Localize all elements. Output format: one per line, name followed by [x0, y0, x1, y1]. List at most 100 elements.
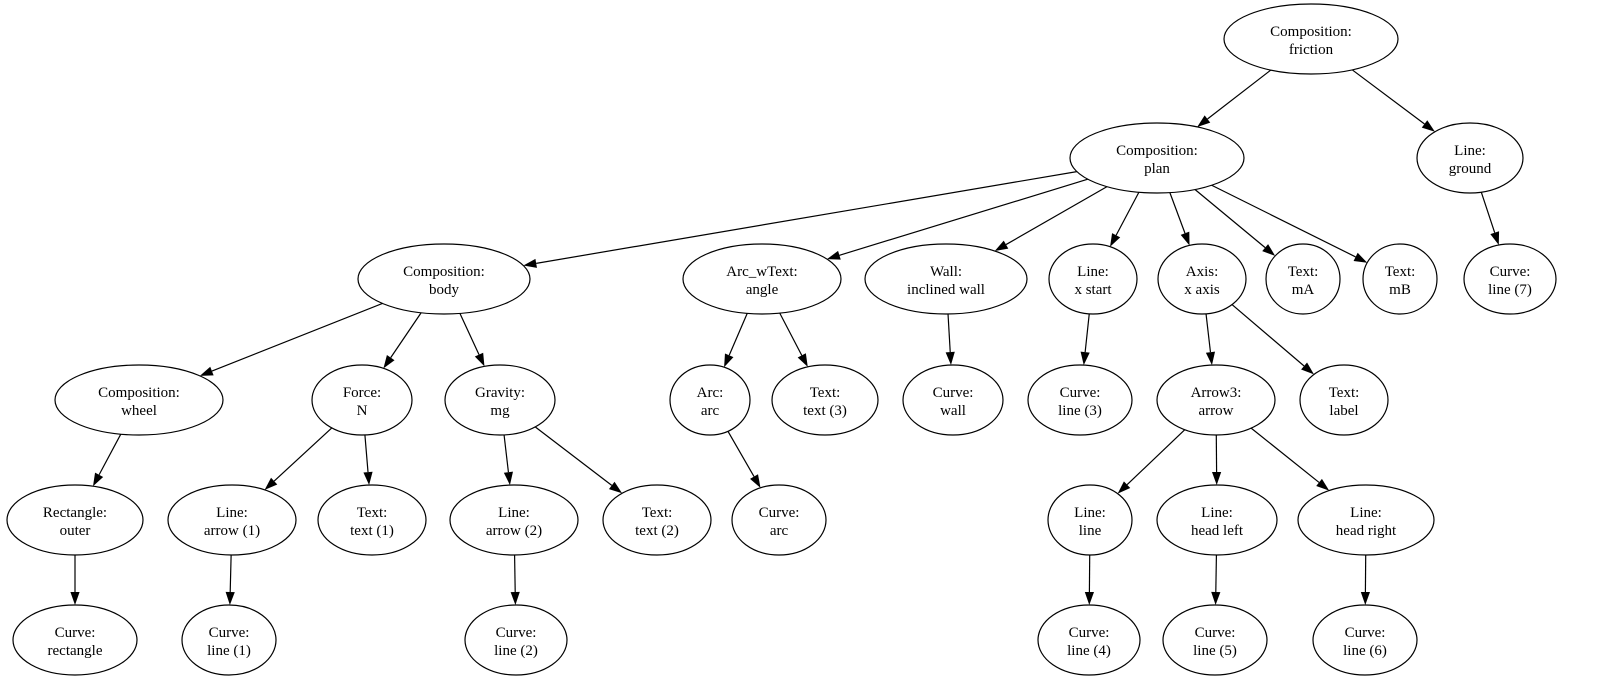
edge-friction-ground [1351, 69, 1435, 132]
edge-arrow2-line2 [510, 554, 520, 606]
arrowhead [1080, 351, 1090, 366]
node-ground: Line:ground [1416, 122, 1524, 194]
node-ellipse-text1 [317, 484, 427, 556]
node-label-head_left: Line:head left [1191, 505, 1244, 539]
node-label-plan: Composition:plan [1116, 143, 1198, 177]
node-line_node: Line:line [1047, 484, 1133, 556]
edge-line [727, 430, 755, 477]
edge-plan-mA [1194, 189, 1276, 256]
node-label-text3: Text:text (3) [803, 385, 847, 419]
edge-line [1005, 186, 1108, 246]
arrowhead [750, 474, 761, 488]
node-gravity_mg: Gravity:mg [444, 364, 556, 436]
arrowhead [199, 366, 214, 376]
node-ellipse-head_right [1297, 484, 1435, 556]
edge-line [1084, 313, 1090, 353]
node-label-line6: Curve:line (6) [1343, 625, 1387, 659]
node-ellipse-arc [669, 364, 751, 436]
node-label-arc: Arc:arc [697, 385, 724, 419]
arrowhead [1110, 233, 1121, 247]
edge-arrow3-head_left [1212, 434, 1222, 486]
node-ellipse-body [357, 243, 531, 315]
node-wall: Curve:wall [902, 364, 1004, 436]
node-label-rect_curve: Curve:rectangle [48, 625, 103, 659]
node-ellipse-arrow2 [449, 484, 579, 556]
node-force_n: Force:N [311, 364, 413, 436]
node-outer: Rectangle:outer [6, 484, 144, 556]
edge-body-force_n [383, 312, 422, 369]
edge-plan-mB [1211, 184, 1368, 263]
arrowhead [523, 258, 537, 268]
arrowhead [474, 352, 485, 367]
node-rect_curve: Curve:rectangle [12, 604, 138, 676]
node-label-force_n: Force:N [343, 385, 381, 419]
node-ellipse-arrow3 [1156, 364, 1276, 436]
edge-ground-line7 [1480, 192, 1500, 246]
node-label-body: Composition:body [403, 264, 485, 298]
node-ellipse-label [1299, 364, 1389, 436]
edge-force_n-arrow1 [264, 427, 333, 490]
edge-x_axis-arrow3 [1205, 313, 1216, 366]
arrowhead [1197, 115, 1211, 127]
edge-arc-arc_curve [727, 430, 761, 488]
node-label-wall: Curve:wall [933, 385, 974, 419]
node-label-line3: Curve:line (3) [1058, 385, 1102, 419]
arrowhead [1301, 362, 1314, 375]
node-ellipse-inclined_wall [864, 243, 1028, 315]
arrowhead [70, 592, 80, 605]
edge-gravity_mg-text2 [534, 426, 623, 494]
arrowhead [1360, 591, 1370, 606]
node-ellipse-line1 [181, 604, 277, 676]
node-label-inclined_wall: Wall:inclined wall [907, 264, 985, 298]
node-label-line1: Curve:line (1) [207, 625, 251, 659]
edge-line [839, 178, 1088, 256]
edge-arrow3-head_right [1250, 427, 1330, 491]
edge-plan-x_start [1110, 191, 1140, 247]
node-ellipse-head_left [1156, 484, 1278, 556]
node-inclined_wall: Wall:inclined wall [864, 243, 1028, 315]
edge-friction-plan [1197, 69, 1272, 127]
node-ellipse-x_start [1048, 243, 1138, 315]
edge-plan-body [523, 171, 1077, 268]
node-line6: Curve:line (6) [1312, 604, 1418, 676]
arrowhead [510, 591, 520, 606]
node-label-ground: Line:ground [1449, 143, 1492, 177]
node-label-line4: Curve:line (4) [1067, 625, 1111, 659]
edge-line [1211, 184, 1356, 258]
node-ellipse-wall [902, 364, 1004, 436]
edge-plan-x_axis [1169, 192, 1190, 246]
node-ellipse-angle [682, 243, 842, 315]
arrowhead [1421, 120, 1435, 132]
node-ellipse-line4 [1037, 604, 1141, 676]
node-text3: Text:text (3) [771, 364, 879, 436]
arrowhead [1205, 351, 1216, 366]
edge-body-wheel [199, 302, 383, 376]
edge-line [229, 554, 232, 593]
node-ellipse-text2 [602, 484, 712, 556]
node-label-text2: Text:text (2) [635, 505, 679, 539]
edge-line [1250, 427, 1320, 483]
node-label-x_axis: Axis:x axis [1184, 264, 1220, 298]
node-arrow3: Arrow3:arrow [1156, 364, 1276, 436]
node-ellipse-outer [6, 484, 144, 556]
node-ellipse-ground [1416, 122, 1524, 194]
node-label-friction: Composition:friction [1270, 24, 1352, 58]
arrowhead [264, 477, 278, 490]
node-arc: Arc:arc [669, 364, 751, 436]
node-label-arrow1: Line:arrow (1) [204, 505, 260, 539]
edge-line [728, 313, 748, 356]
arrowhead [1084, 591, 1094, 606]
edge-outer-rect_curve [70, 555, 80, 605]
arrowhead [608, 481, 623, 494]
arrowhead [1353, 252, 1368, 263]
node-arrow1: Line:arrow (1) [167, 484, 297, 556]
node-ellipse-arrow1 [167, 484, 297, 556]
edge-inclined_wall-wall [945, 313, 955, 366]
node-line5: Curve:line (5) [1162, 604, 1268, 676]
arrowhead [797, 353, 808, 367]
edge-plan-inclined_wall [994, 186, 1108, 252]
arrowhead [945, 351, 955, 366]
node-label: Text:label [1299, 364, 1389, 436]
arrowhead [503, 471, 513, 486]
